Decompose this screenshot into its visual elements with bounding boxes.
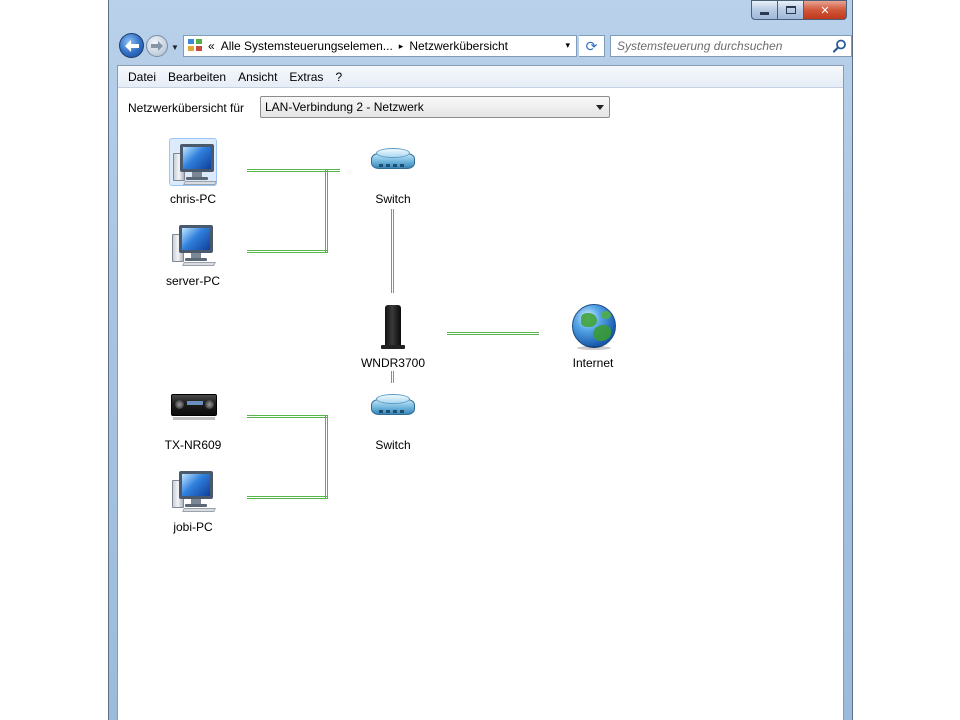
computer-icon[interactable] bbox=[169, 466, 217, 514]
node-label[interactable]: Internet bbox=[572, 356, 614, 370]
node-label[interactable]: jobi-PC bbox=[173, 520, 213, 534]
window-controls: ✕ bbox=[751, 0, 847, 20]
computer-icon[interactable] bbox=[169, 138, 217, 186]
network-selector-label: Netzwerkübersicht für bbox=[128, 101, 245, 115]
computer-icon[interactable] bbox=[169, 220, 217, 268]
link-router-internet bbox=[447, 332, 539, 335]
refresh-icon: ⟳ bbox=[585, 37, 598, 54]
node-server-pc[interactable]: server-PC bbox=[153, 220, 233, 288]
link-receiver bbox=[247, 415, 328, 418]
address-dropdown-icon[interactable]: ▾ bbox=[565, 40, 570, 50]
arrow-right-icon bbox=[151, 41, 163, 51]
node-router[interactable]: WNDR3700 bbox=[353, 302, 433, 370]
navigation-bar: ▼ « Alle Systemsteuerungselemen... ▸ Net… bbox=[117, 33, 852, 59]
link-switch-router bbox=[391, 209, 394, 293]
content-pane: Datei Bearbeiten Ansicht Extras ? Netzwe… bbox=[117, 65, 844, 720]
node-label[interactable]: chris-PC bbox=[169, 192, 216, 206]
av-receiver-icon[interactable] bbox=[169, 384, 217, 432]
maximize-icon bbox=[785, 6, 796, 14]
close-button[interactable]: ✕ bbox=[803, 0, 847, 20]
breadcrumb-separator[interactable]: ▸ bbox=[398, 40, 404, 51]
forward-button[interactable] bbox=[146, 35, 168, 57]
breadcrumb-overflow[interactable]: « bbox=[208, 39, 215, 53]
switch-icon[interactable] bbox=[369, 138, 417, 186]
recent-pages-dropdown[interactable]: ▼ bbox=[171, 43, 179, 52]
minimize-icon bbox=[760, 11, 769, 15]
chevron-down-icon bbox=[596, 105, 604, 110]
menu-help[interactable]: ? bbox=[335, 69, 343, 84]
switch-icon[interactable] bbox=[369, 384, 417, 432]
control-panel-window: ✕ ▼ « Alle Systemsteuerungselemen... ▸ N… bbox=[108, 0, 853, 720]
menu-bearbeiten[interactable]: Bearbeiten bbox=[168, 69, 227, 84]
breadcrumb-control-panel[interactable]: Alle Systemsteuerungselemen... bbox=[220, 39, 393, 53]
node-chris-pc[interactable]: chris-PC bbox=[153, 138, 233, 206]
link-jobi-pc bbox=[247, 496, 328, 499]
node-label[interactable]: WNDR3700 bbox=[360, 356, 426, 370]
globe-icon[interactable] bbox=[569, 302, 617, 350]
node-label[interactable]: TX-NR609 bbox=[164, 438, 222, 452]
router-icon[interactable] bbox=[369, 302, 417, 350]
menu-datei[interactable]: Datei bbox=[128, 69, 157, 84]
node-label[interactable]: Switch bbox=[375, 192, 411, 206]
node-switch-bottom[interactable]: Switch bbox=[353, 384, 433, 452]
link-chris-pc bbox=[247, 169, 330, 172]
link-router-switch bbox=[391, 371, 394, 383]
search-icon[interactable] bbox=[833, 39, 847, 53]
node-switch-top[interactable]: Switch bbox=[353, 138, 433, 206]
minimize-button[interactable] bbox=[751, 0, 777, 20]
link-top-bus bbox=[325, 170, 328, 253]
address-bar[interactable]: « Alle Systemsteuerungselemen... ▸ Netzw… bbox=[183, 35, 577, 57]
link-bottom-bus bbox=[325, 416, 328, 499]
menu-ansicht[interactable]: Ansicht bbox=[238, 69, 278, 84]
breadcrumb-network-map[interactable]: Netzwerkübersicht bbox=[409, 39, 509, 53]
refresh-button[interactable]: ⟳ bbox=[579, 35, 605, 57]
node-jobi-pc[interactable]: jobi-PC bbox=[153, 466, 233, 534]
node-receiver[interactable]: TX-NR609 bbox=[153, 384, 233, 452]
menu-extras[interactable]: Extras bbox=[289, 69, 324, 84]
network-select-value: LAN-Verbindung 2 - Netzwerk bbox=[265, 100, 424, 114]
link-server-pc bbox=[247, 250, 328, 253]
node-label[interactable]: Switch bbox=[375, 438, 411, 452]
back-button[interactable] bbox=[119, 33, 144, 58]
arrow-left-icon bbox=[124, 39, 139, 52]
link-top-switch bbox=[328, 169, 340, 172]
network-selector-row: Netzwerkübersicht für LAN-Verbindung 2 -… bbox=[128, 96, 833, 120]
search-placeholder: Systemsteuerung durchsuchen bbox=[617, 39, 783, 53]
maximize-button[interactable] bbox=[777, 0, 803, 20]
control-panel-icon bbox=[188, 39, 204, 53]
network-select[interactable]: LAN-Verbindung 2 - Netzwerk bbox=[260, 96, 610, 118]
node-label[interactable]: server-PC bbox=[165, 274, 220, 288]
network-map: chris-PC server-PC Switch WNDR370 bbox=[118, 66, 845, 720]
close-icon: ✕ bbox=[820, 4, 830, 17]
search-input[interactable]: Systemsteuerung durchsuchen bbox=[610, 35, 852, 57]
menu-bar: Datei Bearbeiten Ansicht Extras ? bbox=[118, 66, 843, 88]
node-internet[interactable]: Internet bbox=[553, 302, 633, 370]
